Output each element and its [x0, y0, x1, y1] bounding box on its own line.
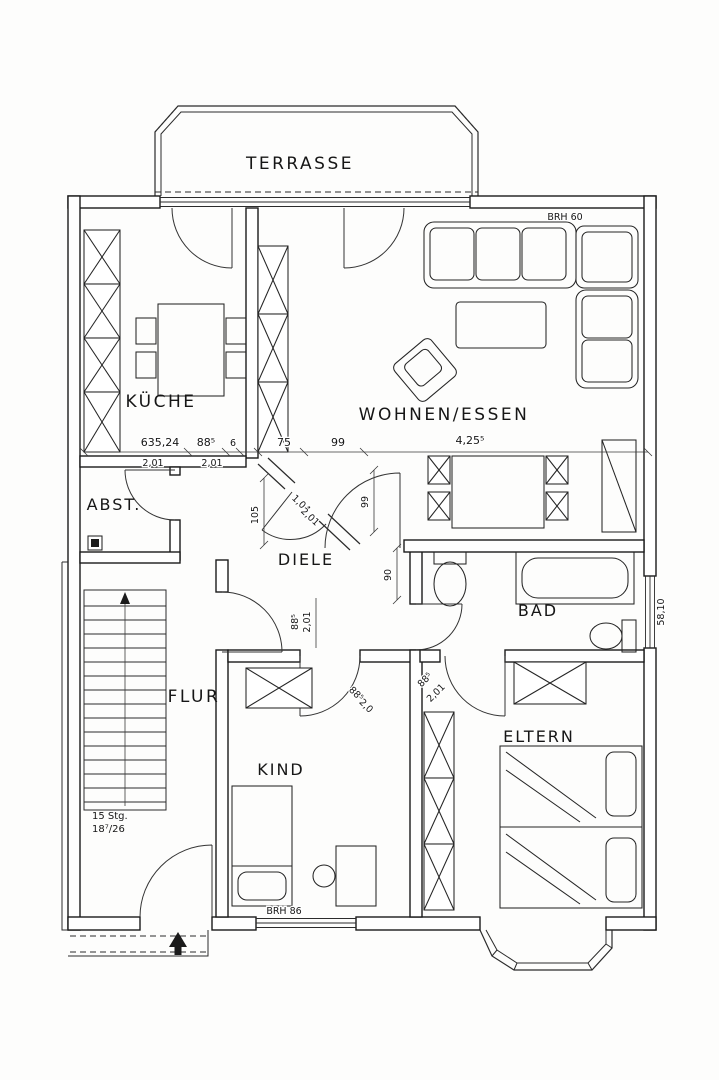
brh-bottom-label: BRH 86: [266, 906, 301, 917]
kind-window: [256, 918, 356, 928]
dim-90: 90: [383, 569, 394, 581]
cabinet-cross-line: [83, 337, 121, 393]
cabinet-cross-line: [423, 777, 455, 845]
dim-flur-door-h: 2,01: [302, 611, 313, 632]
toilet: [589, 619, 637, 653]
kitchen-table-group: [135, 303, 247, 397]
terrace-outline: [154, 105, 479, 196]
dim-99: 99: [360, 496, 371, 508]
cabinet-cross-line: [545, 455, 569, 485]
dimension-chain: [79, 447, 653, 457]
room-label-terrasse: TERRASSE: [245, 154, 354, 174]
brh-top-label: BRH 60: [547, 212, 582, 223]
bay-window: [479, 929, 613, 971]
interior-walls: [79, 207, 645, 918]
terrace-window-band: [160, 197, 470, 207]
cabinet-cross-line: [83, 391, 121, 453]
room-label-flur: FLUR: [168, 687, 221, 707]
room-label-kind: KIND: [257, 760, 305, 779]
coffee-table: [455, 301, 547, 349]
room-label-bad: BAD: [518, 601, 558, 620]
lounge-chair: [393, 338, 457, 402]
dim-chain-6: 4,25⁵: [456, 434, 485, 447]
shaft-box: [87, 535, 103, 551]
washbasin: [433, 551, 467, 607]
cabinet-cross-line: [427, 491, 451, 521]
cabinet-cross-line: [257, 245, 289, 315]
kind-wardrobes: [245, 667, 455, 911]
room-label-wohnen: WOHNEN/ESSEN: [359, 405, 530, 425]
staircase: [83, 589, 167, 811]
room-label-diele: DIELE: [278, 550, 334, 569]
kitchen-cabinets: [83, 229, 121, 453]
entrance-porch: [68, 930, 209, 957]
room-label-eltern: ELTERN: [503, 727, 575, 746]
dining-set: [427, 455, 569, 529]
dim-sub-2: 2,01: [201, 458, 222, 469]
living-cupboard: [257, 245, 289, 453]
dim-chain-4: 75: [277, 436, 291, 449]
eltern-bed: [499, 745, 643, 909]
eltern-wardrobe: [513, 661, 587, 705]
dim-chain-1: 635,24: [141, 436, 180, 449]
cabinet-cross-line: [427, 455, 451, 485]
cabinet-cross-line: [545, 491, 569, 521]
dim-flur-door-w: 88⁵: [290, 614, 301, 630]
kind-desk: [312, 845, 377, 907]
bathtub: [515, 551, 635, 605]
kind-bed: [231, 785, 293, 907]
dim-105: 105: [250, 506, 261, 524]
dim-bad-window: 58,10: [656, 598, 667, 625]
sofa-group: [423, 221, 639, 389]
outer-walls: [61, 195, 657, 931]
cabinet-cross-line: [423, 843, 455, 911]
cabinet-cross-line: [513, 661, 587, 705]
dim-chain-5: 99: [331, 436, 345, 449]
room-label-abst: ABST.: [87, 495, 142, 514]
cabinet-cross-line: [83, 283, 121, 339]
entrance-arrow-icon: [169, 932, 187, 947]
room-label-kueche: KÜCHE: [125, 390, 196, 412]
bath-window: [645, 576, 655, 648]
dim-sub-1: 2,01: [142, 458, 163, 469]
cabinet-cross-line: [83, 229, 121, 285]
stairs-note-line2: 18⁷/26: [92, 824, 125, 835]
dim-chain-2: 88⁵: [197, 436, 215, 449]
cabinet-cross-line: [257, 381, 289, 453]
sideboard: [601, 439, 637, 533]
cabinet-cross-line: [257, 313, 289, 383]
dimension-lines: [259, 465, 402, 648]
cabinet-cross-line: [423, 711, 455, 779]
dim-chain-3: 6: [230, 438, 236, 449]
cabinet-cross-line: [245, 667, 313, 709]
stairs-note-line1: 15 Stg.: [92, 811, 128, 822]
